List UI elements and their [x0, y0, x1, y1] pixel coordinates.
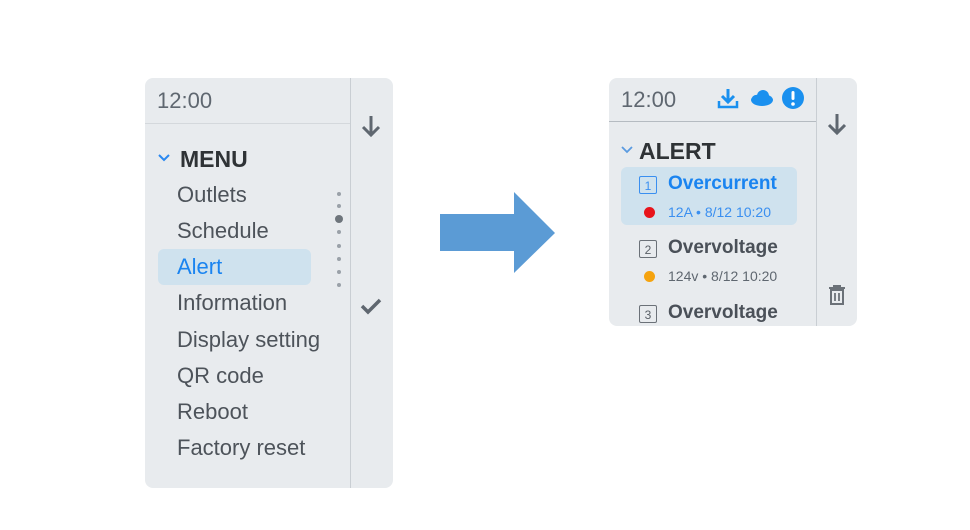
checkmark-icon[interactable] — [359, 296, 383, 316]
alert-meta: 124v • 8/12 10:20 — [668, 268, 778, 284]
alert-icon[interactable] — [782, 87, 804, 109]
header-divider — [145, 123, 350, 124]
scroll-dot — [337, 230, 341, 234]
cloud-icon[interactable] — [750, 90, 774, 106]
menu-item-reboot[interactable]: Reboot — [177, 399, 248, 424]
arrow-down-icon[interactable] — [826, 112, 848, 136]
menu-item-qr-code[interactable]: QR code — [177, 363, 264, 388]
menu-item-schedule[interactable]: Schedule — [177, 218, 269, 243]
alert-screen: 12:00 ALERT 1 Overcurrent 12A • 8/12 10:… — [609, 78, 857, 326]
download-icon[interactable] — [717, 87, 739, 109]
arrow-down-icon[interactable] — [360, 114, 382, 138]
menu-item-outlets[interactable]: Outlets — [177, 182, 247, 207]
alert-item[interactable]: 1 Overcurrent 12A • 8/12 10:20 — [621, 167, 797, 225]
alert-title: ALERT — [639, 138, 716, 164]
menu-item-information[interactable]: Information — [177, 290, 288, 315]
alert-item[interactable]: 3 Overvoltage — [621, 296, 797, 326]
side-divider — [816, 78, 817, 326]
scroll-dot — [337, 283, 341, 287]
scroll-dot — [337, 270, 341, 274]
alert-name: Overvoltage — [668, 302, 778, 323]
scroll-dot — [337, 204, 341, 208]
alert-name: Overcurrent — [668, 173, 777, 194]
menu-screen: 12:00 MENU Outlets Schedule Alert Inform… — [145, 78, 393, 488]
transition-arrow — [440, 192, 555, 273]
scroll-dot — [337, 192, 341, 196]
alert-item[interactable]: 2 Overvoltage 124v • 8/12 10:20 — [621, 231, 797, 289]
status-dot — [644, 271, 655, 282]
menu-item-alert[interactable]: Alert — [158, 249, 311, 285]
chevron-down-icon[interactable] — [621, 146, 633, 154]
menu-item-display-setting[interactable]: Display setting — [177, 327, 321, 352]
trash-icon[interactable] — [827, 284, 847, 306]
clock: 12:00 — [157, 88, 213, 113]
menu-item-factory-reset[interactable]: Factory reset — [177, 435, 306, 460]
status-dot — [644, 207, 655, 218]
alert-name: Overvoltage — [668, 237, 778, 258]
alert-number: 2 — [639, 240, 657, 258]
alert-number: 1 — [639, 176, 657, 194]
scroll-dot — [335, 215, 343, 223]
side-divider — [350, 78, 351, 488]
scroll-dot — [337, 257, 341, 261]
clock: 12:00 — [621, 87, 677, 112]
header-divider — [609, 121, 816, 122]
menu-title: MENU — [180, 146, 248, 172]
alert-number: 3 — [639, 305, 657, 323]
alert-meta: 12A • 8/12 10:20 — [668, 204, 771, 220]
scroll-dot — [337, 244, 341, 248]
chevron-down-icon[interactable] — [158, 154, 170, 162]
